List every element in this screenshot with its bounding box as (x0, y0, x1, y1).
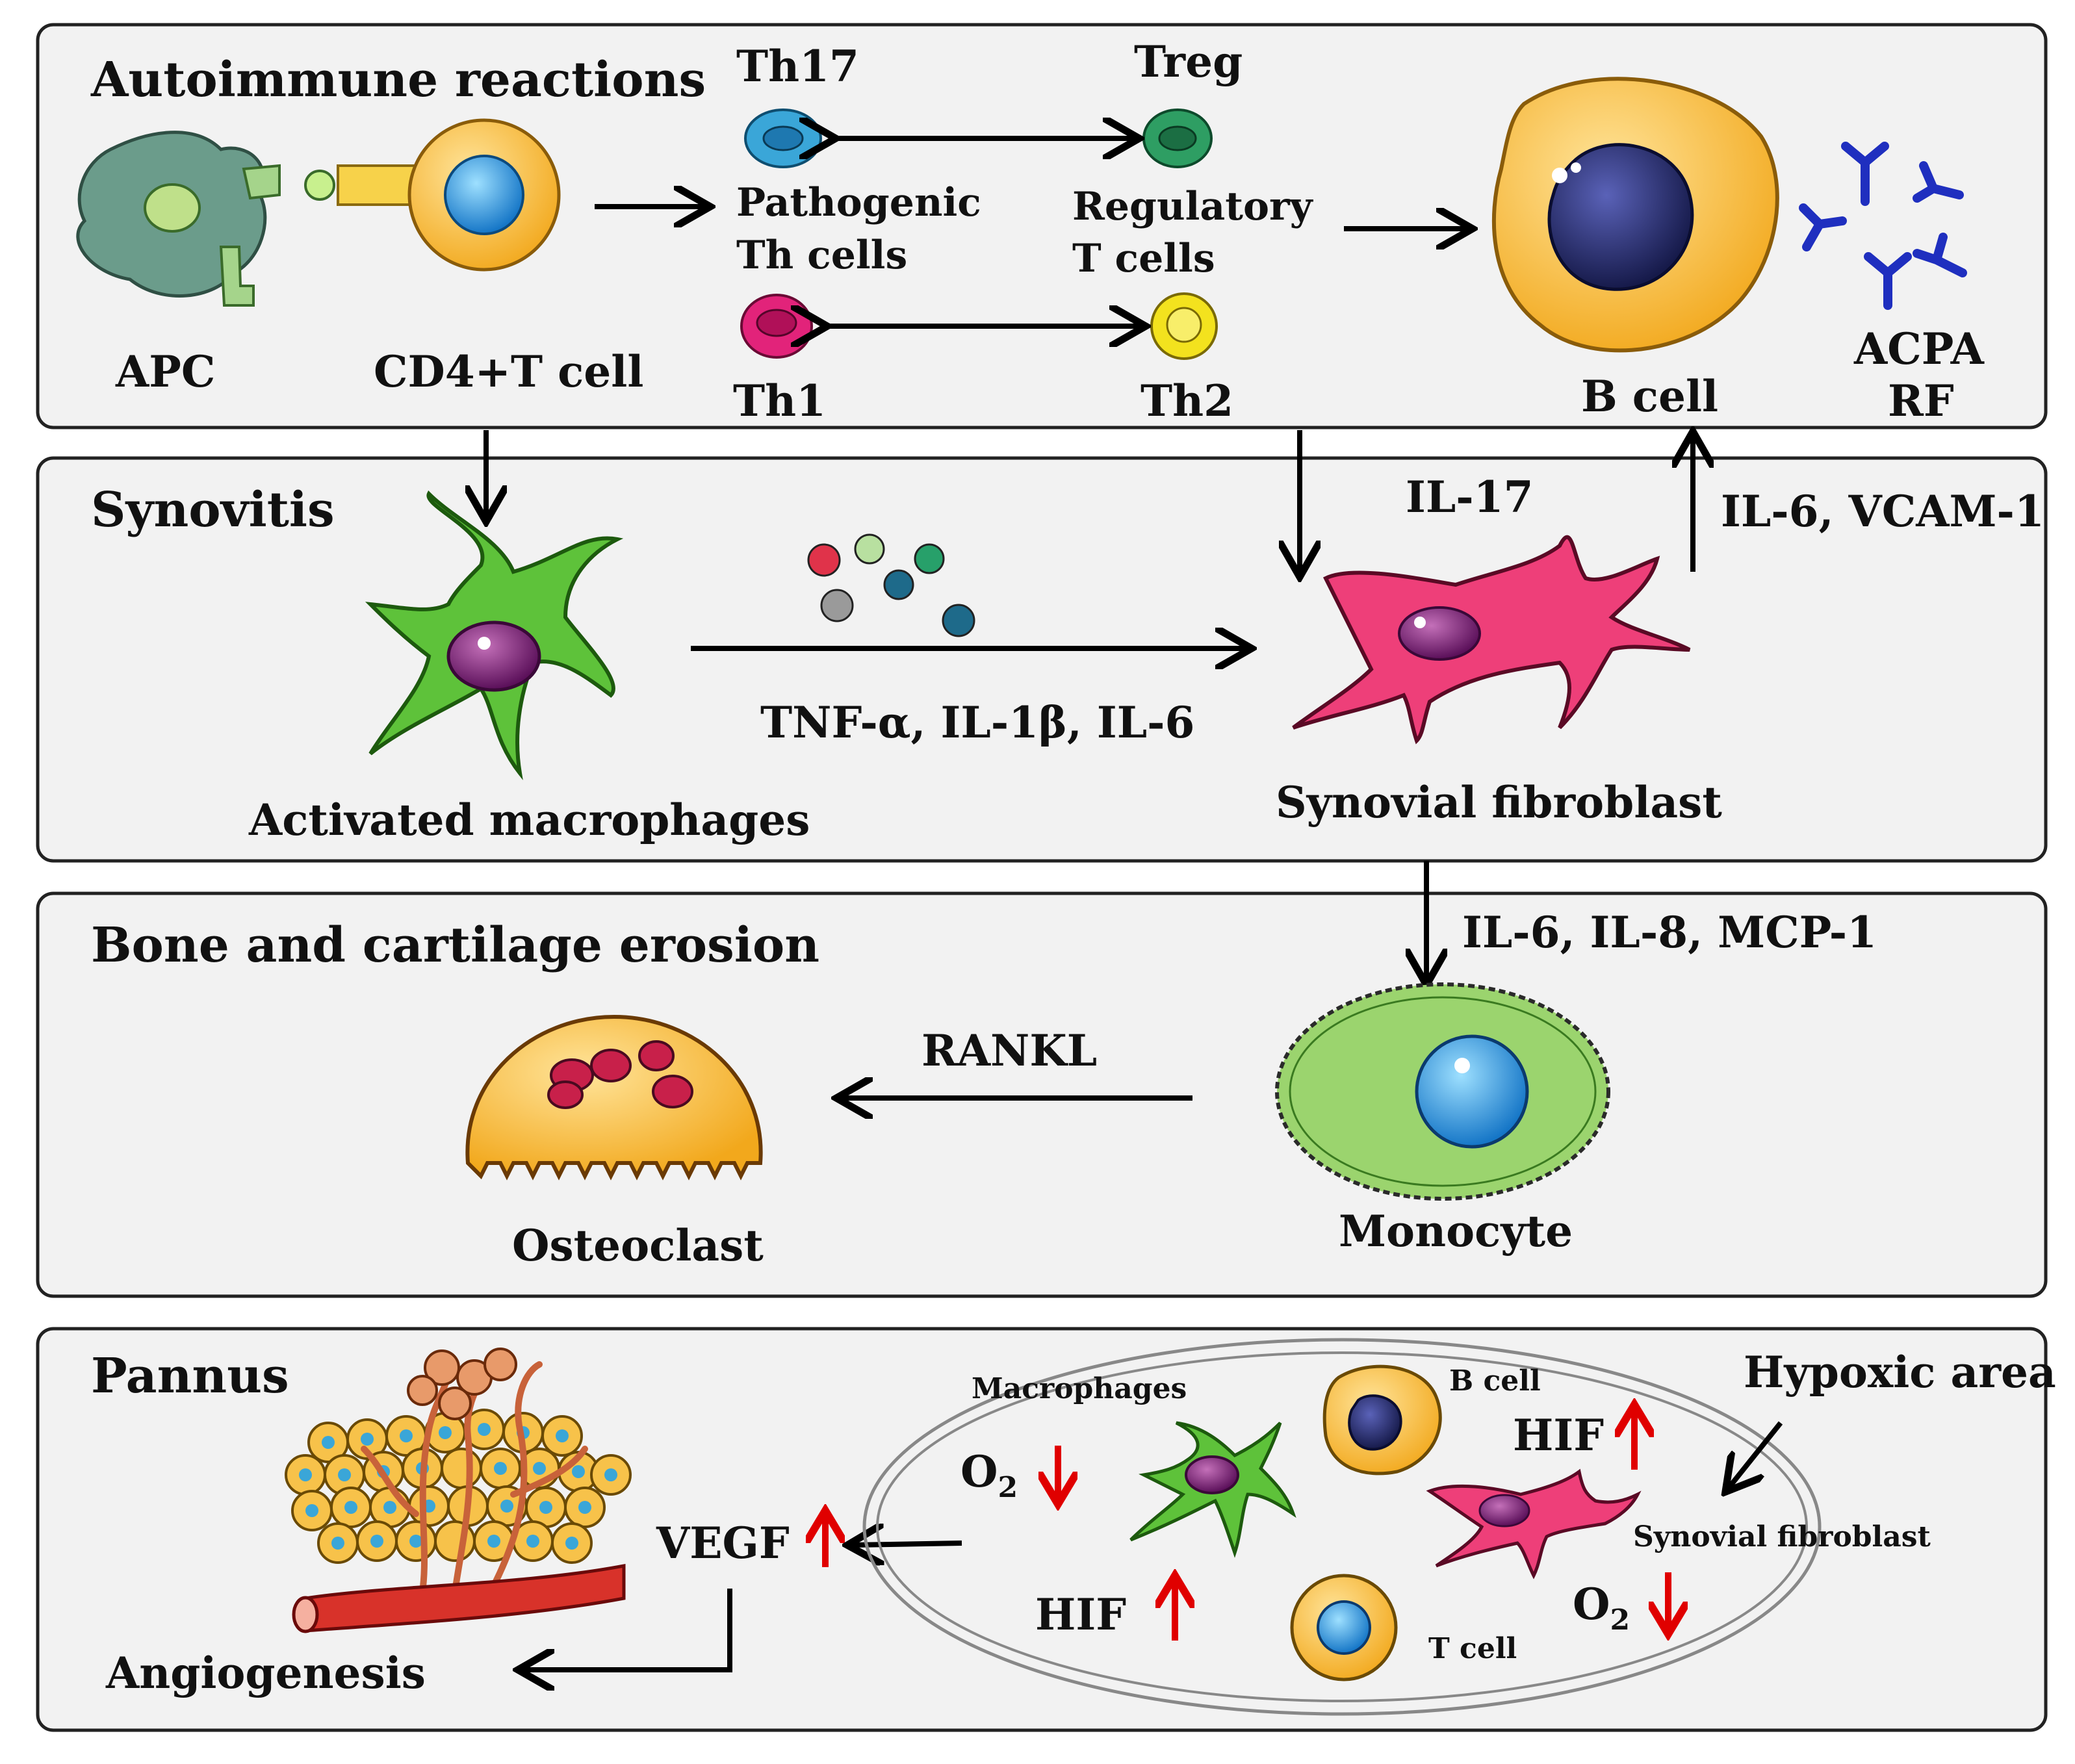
vegf-label: VEGF (656, 1518, 790, 1568)
cytokines-label: TNF-α, IL-1β, IL-6 (760, 697, 1194, 748)
osteoclast (465, 1014, 763, 1181)
apc-cell (76, 131, 417, 307)
monocyte-label: Monocyte (1339, 1206, 1573, 1257)
treg-label: Treg (1134, 36, 1243, 87)
small-bcell-label: B cell (1449, 1364, 1541, 1398)
panel-synovitis-title: Synovitis (91, 482, 335, 538)
pannus-tissue (285, 1348, 632, 1633)
small-macrophage (1129, 1421, 1296, 1558)
synovial-fibroblast (1292, 535, 1691, 745)
o2-left-label: O2 (960, 1446, 1018, 1504)
angiogenesis-label: Angiogenesis (105, 1648, 426, 1698)
cd4-label: CD4+T cell (374, 346, 643, 397)
fibroblast-label: Synovial fibroblast (1276, 777, 1722, 828)
small-fibroblast (1426, 1468, 1642, 1579)
cd4-t-cell (407, 118, 561, 272)
hif-right-label: HIF (1513, 1410, 1604, 1461)
o2-right-label: O2 (1573, 1579, 1630, 1637)
osteoclast-label: Osteoclast (512, 1220, 764, 1271)
cytokine-dots (807, 533, 975, 637)
panel-autoimmune: Autoimmune reactions APC CD4+T cell Th17… (36, 23, 2048, 429)
small-t-cell (1290, 1574, 1398, 1681)
th17-cell (744, 109, 822, 168)
panel-synovitis: Synovitis IL-17 IL-6, VCAM-1 Activated m… (36, 430, 2048, 863)
arrow-hypoxia-to-vegf (853, 1543, 962, 1545)
regulatory-label-2: T cells (1072, 236, 1215, 281)
rf-label: RF (1888, 376, 1954, 426)
panel-erosion-title: Bone and cartilage erosion (91, 917, 819, 973)
small-tcell-label: T cell (1428, 1632, 1517, 1665)
macrophages-small-label: Macrophages (972, 1372, 1187, 1405)
b-cell (1491, 77, 1779, 353)
th1-cell (740, 294, 813, 359)
th2-cell (1150, 292, 1218, 360)
panel-erosion-box (36, 891, 2048, 1298)
bcell-label: B cell (1581, 371, 1718, 422)
chemokines-label: IL-6, IL-8, MCP-1 (1462, 907, 1877, 958)
rankl-label: RANKL (922, 1025, 1097, 1076)
th1-label: Th1 (733, 376, 826, 426)
hypoxic-area-outline-inner (876, 1351, 1808, 1702)
arrow-vegf-to-angiogenesis (523, 1589, 732, 1670)
arrow-hypoxic-pointer (1729, 1421, 1783, 1488)
treg-cell (1142, 109, 1213, 168)
small-fibroblast-label: Synovial fibroblast (1633, 1520, 1931, 1553)
th2-label: Th2 (1141, 376, 1233, 426)
il6-vcam-label: IL-6, VCAM-1 (1721, 486, 2044, 537)
antibody-icons (1799, 142, 1967, 310)
pathogenic-label-2: Th cells (736, 233, 907, 278)
pathogenic-label-1: Pathogenic (736, 180, 981, 225)
panel-pannus-title: Pannus (91, 1348, 289, 1404)
panel-erosion: Bone and cartilage erosion IL-6, IL-8, M… (36, 861, 2048, 1298)
macrophages-label: Activated macrophages (248, 795, 810, 845)
panel-pannus: Pannus (36, 1327, 2056, 1732)
hypoxic-area-label: Hypoxic area (1744, 1347, 2056, 1398)
il17-label: IL-17 (1406, 472, 1534, 522)
panel-autoimmune-title: Autoimmune reactions (90, 52, 706, 108)
th17-label: Th17 (736, 41, 859, 92)
hypoxic-area-outline (862, 1338, 1822, 1716)
activated-macrophage (365, 490, 624, 780)
small-b-cell (1322, 1364, 1442, 1476)
regulatory-label-1: Regulatory (1072, 184, 1314, 229)
apc-label: APC (115, 346, 215, 397)
acpa-label: ACPA (1853, 324, 1985, 374)
monocyte (1275, 982, 1610, 1201)
hif-left-label: HIF (1035, 1589, 1126, 1640)
